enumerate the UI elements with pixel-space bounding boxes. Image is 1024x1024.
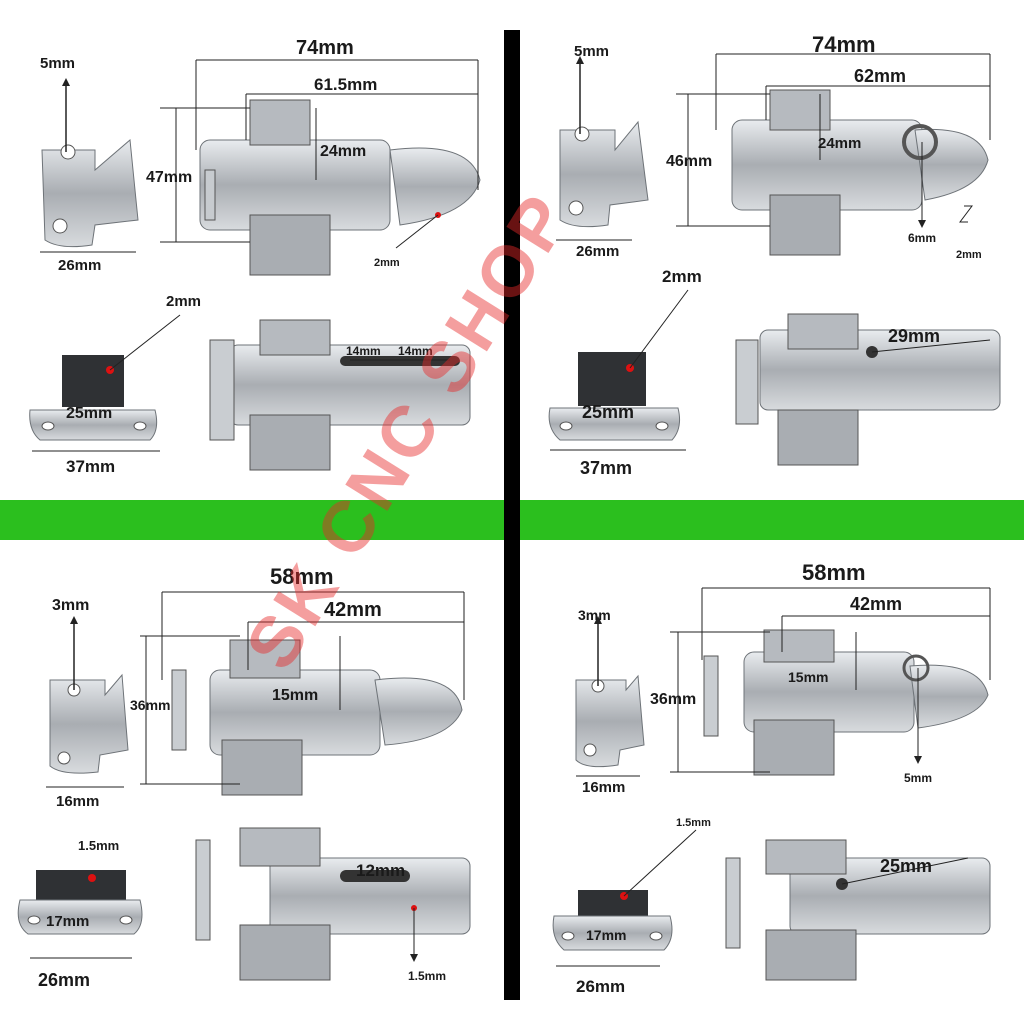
latch-open bbox=[735, 313, 1001, 466]
dim-hook-hole: 3mm bbox=[52, 597, 89, 614]
dim-inner: 42mm bbox=[324, 599, 382, 621]
dim-hook-width: 26mm bbox=[58, 257, 101, 274]
dim-inner: 62mm bbox=[854, 66, 906, 86]
dim-hook-hole: 5mm bbox=[574, 43, 609, 60]
green-bar-mid-left bbox=[0, 496, 504, 542]
dim-spring: 24mm bbox=[818, 135, 861, 152]
hook-plate bbox=[41, 138, 139, 248]
dim-plate-thickness: 1.5mm bbox=[676, 817, 711, 829]
hook-plate bbox=[49, 673, 129, 774]
catch-plate bbox=[548, 352, 680, 441]
panel-latch-74mm-a: 74mm 61.5mm 47mm 24mm 2mm 5mm 26mm 2mm 2… bbox=[0, 30, 504, 500]
dim-plate-width: 37mm bbox=[580, 458, 632, 478]
dim-plate-inner: 25mm bbox=[582, 402, 634, 422]
latch-open bbox=[725, 839, 991, 981]
dim-plate-width: 26mm bbox=[38, 970, 90, 990]
dim-inner: 42mm bbox=[850, 594, 902, 614]
latch-body bbox=[703, 629, 989, 776]
dim-thickness: 2mm bbox=[956, 249, 982, 261]
dim-hook-width: 16mm bbox=[56, 793, 99, 810]
dim-top: 58mm bbox=[270, 564, 334, 589]
dim-slot: 12mm bbox=[356, 861, 405, 880]
catch-plate bbox=[29, 355, 158, 441]
panel-latch-58mm-b: 58mm 42mm 36mm 15mm 5mm 3mm 16mm 1.5mm 1… bbox=[520, 540, 1024, 1000]
dim-spring: 15mm bbox=[272, 687, 318, 704]
dim-plate-inner: 25mm bbox=[66, 405, 112, 422]
dim-inner: 61.5mm bbox=[314, 75, 377, 94]
latch-open bbox=[209, 319, 471, 471]
dim-lock-hole: 6mm bbox=[908, 231, 936, 245]
catch-plate bbox=[552, 890, 673, 951]
dim-thickness: 1.5mm bbox=[408, 969, 446, 983]
dim-top: 74mm bbox=[812, 32, 876, 57]
latch-body bbox=[171, 639, 463, 796]
dim-top: 74mm bbox=[296, 37, 354, 59]
dim-plate-inner: 17mm bbox=[586, 927, 626, 943]
panel-latch-74mm-b: 74mm 62mm 46mm 24mm 6mm 2mm 5mm 26mm 2mm… bbox=[520, 30, 1024, 500]
dim-hook-width: 26mm bbox=[576, 243, 619, 260]
dim-hook-width: 16mm bbox=[582, 779, 625, 796]
dim-plate-inner: 17mm bbox=[46, 913, 89, 930]
dim-slot: 29mm bbox=[888, 326, 940, 346]
dim-lock-hole: 5mm bbox=[904, 771, 932, 785]
latch-body bbox=[731, 89, 989, 256]
dim-slot-a: 14mm bbox=[346, 344, 381, 358]
dim-slot: 25mm bbox=[880, 856, 932, 876]
dim-height: 47mm bbox=[146, 169, 192, 186]
dim-top: 58mm bbox=[802, 560, 866, 585]
hook-plate bbox=[559, 120, 649, 228]
dim-thickness: 2mm bbox=[374, 257, 400, 269]
catch-plate bbox=[17, 870, 143, 935]
latch-open bbox=[195, 827, 471, 981]
dim-slot-b: 14mm bbox=[398, 344, 433, 358]
dim-height: 36mm bbox=[650, 691, 696, 708]
dim-plate-thickness: 2mm bbox=[166, 293, 201, 310]
dim-plate-thickness: 2mm bbox=[662, 267, 702, 286]
hook-plate bbox=[575, 674, 645, 768]
dim-plate-thickness: 1.5mm bbox=[78, 838, 119, 853]
dim-height: 46mm bbox=[666, 153, 712, 170]
dim-plate-width: 37mm bbox=[66, 457, 115, 476]
dim-plate-width: 26mm bbox=[576, 977, 625, 996]
dim-hook-hole: 3mm bbox=[578, 607, 611, 623]
dim-spring: 15mm bbox=[788, 669, 828, 685]
panel-latch-58mm-a: 58mm 42mm 36mm 15mm 3mm 16mm 1.5mm 17mm … bbox=[0, 540, 504, 1000]
latch-body bbox=[199, 99, 481, 276]
dim-spring: 24mm bbox=[320, 143, 366, 160]
vertical-divider bbox=[504, 30, 520, 1000]
dim-height: 36mm bbox=[130, 697, 170, 713]
dim-hook-hole: 5mm bbox=[40, 55, 75, 72]
green-bar-mid-right bbox=[520, 496, 1024, 542]
